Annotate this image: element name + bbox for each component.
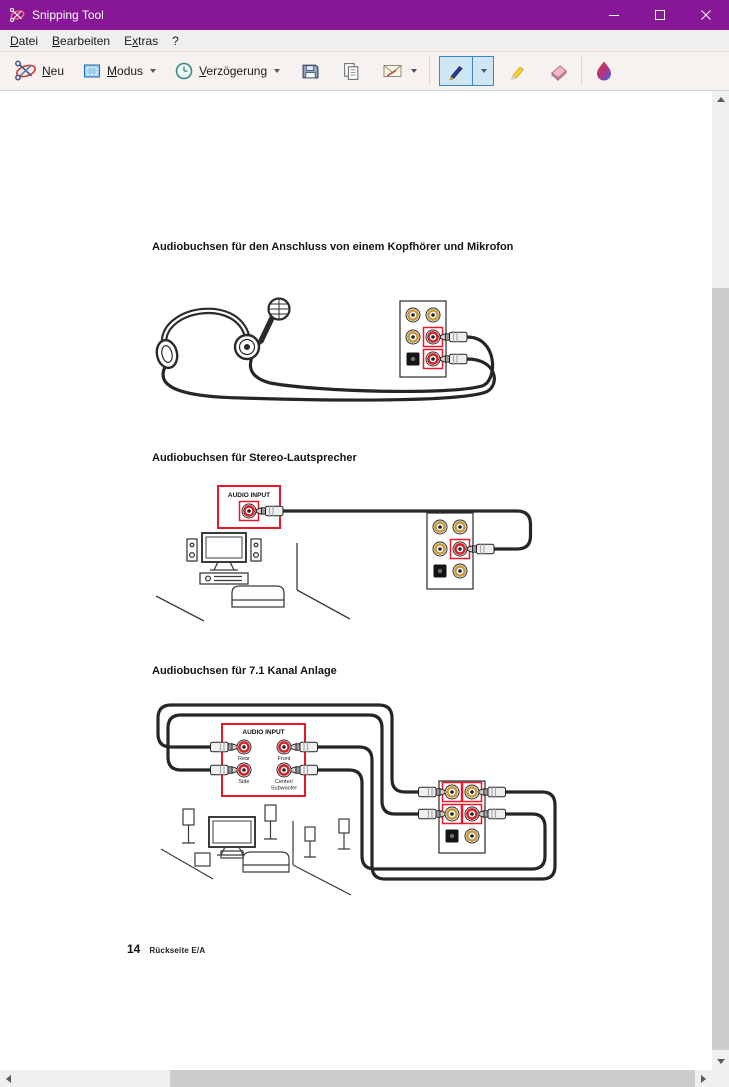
menu-extras[interactable]: Extras bbox=[124, 33, 159, 48]
send-email-icon bbox=[383, 65, 402, 77]
cables bbox=[156, 703, 557, 881]
clock-icon bbox=[175, 62, 193, 80]
edit-with-paint3d-icon bbox=[597, 61, 612, 81]
snip-canvas[interactable]: Audiobuchsen für den Anschluss von einem… bbox=[0, 91, 712, 1070]
delay-dropdown-arrow-icon bbox=[274, 69, 281, 73]
page-number: 14 bbox=[127, 942, 141, 956]
diagram-stereo: AUDIO INPUT bbox=[155, 485, 533, 622]
jack-label-side: Side bbox=[238, 779, 249, 785]
mode-dropdown-arrow-icon bbox=[150, 69, 157, 73]
pen-button[interactable] bbox=[440, 57, 472, 85]
toolbar-separator bbox=[429, 57, 431, 85]
jack-label-center-1: Center/ bbox=[275, 779, 294, 785]
snipping-scissors-icon bbox=[9, 7, 25, 23]
menu-datei[interactable]: Datei bbox=[10, 33, 39, 48]
jack-label-rear: Rear bbox=[238, 756, 250, 762]
heading-stereo: Audiobuchsen für Stereo-Lautsprecher bbox=[152, 452, 357, 464]
close-icon bbox=[701, 10, 711, 20]
titlebar[interactable]: Snipping Tool bbox=[0, 0, 729, 30]
audio-input-label: AUDIO INPUT bbox=[228, 492, 270, 499]
microphone-figure bbox=[258, 297, 291, 344]
maximize-button[interactable] bbox=[637, 0, 683, 30]
copy-icon bbox=[344, 62, 359, 80]
jack-label-front: Front bbox=[278, 756, 291, 762]
jack-label-center-2: Subwoofer bbox=[271, 786, 297, 792]
send-snip-button[interactable] bbox=[375, 56, 424, 86]
horizontal-scrollbar[interactable] bbox=[0, 1070, 729, 1087]
headphones-figure bbox=[155, 307, 261, 370]
pen-dropdown[interactable] bbox=[472, 57, 493, 85]
scroll-up-button[interactable] bbox=[712, 91, 729, 108]
delay-button[interactable]: Verzögerung bbox=[167, 56, 287, 86]
heading-headphone-mic: Audiobuchsen für den Anschluss von einem… bbox=[152, 241, 514, 253]
scissors-icon bbox=[15, 60, 36, 81]
save-floppy-icon bbox=[302, 64, 319, 78]
pen-tool-group bbox=[439, 56, 495, 86]
audio-input-label: AUDIO INPUT bbox=[242, 729, 284, 736]
page-footer: 14 Rückseite E/A bbox=[127, 942, 205, 956]
scroll-down-icon bbox=[716, 1059, 725, 1064]
highlighter-icon bbox=[511, 66, 524, 80]
heading-surround: Audiobuchsen für 7.1 Kanal Anlage bbox=[152, 665, 337, 677]
edit-with-paint3d-button[interactable] bbox=[587, 55, 621, 87]
diagram-headphone-mic bbox=[155, 297, 496, 402]
cable bbox=[281, 509, 533, 551]
room-sketch bbox=[155, 532, 351, 622]
audio-input-box: AUDIO INPUT Rear Front Side Center/ Subw… bbox=[221, 723, 306, 797]
copy-button[interactable] bbox=[334, 56, 369, 87]
new-snip-button[interactable]: Neu bbox=[6, 54, 71, 88]
highlighter-button[interactable] bbox=[500, 56, 534, 86]
audio-jack-panel bbox=[426, 512, 474, 590]
menu-help[interactable]: ? bbox=[172, 33, 179, 48]
eraser-icon bbox=[551, 65, 567, 81]
vertical-scrollbar[interactable] bbox=[712, 91, 729, 1070]
menubar: Datei Bearbeiten Extras ? bbox=[0, 30, 729, 52]
audio-jack-panel bbox=[438, 780, 486, 854]
scroll-left-button[interactable] bbox=[0, 1070, 17, 1087]
cables bbox=[161, 335, 496, 402]
pen-dropdown-arrow-icon bbox=[481, 69, 488, 73]
pen-icon bbox=[449, 65, 463, 81]
eraser-button[interactable] bbox=[540, 56, 576, 86]
vertical-scroll-thumb[interactable] bbox=[712, 288, 729, 1050]
minimize-button[interactable] bbox=[591, 0, 637, 30]
toolbar-separator bbox=[581, 57, 583, 85]
scroll-right-button[interactable] bbox=[695, 1070, 712, 1087]
window-title: Snipping Tool bbox=[32, 8, 104, 22]
audio-jack-panel bbox=[399, 300, 447, 378]
toolbar: Neu Modus Verzögerung bbox=[0, 52, 729, 91]
send-dropdown-arrow-icon bbox=[411, 69, 418, 73]
menu-bearbeiten[interactable]: Bearbeiten bbox=[52, 33, 111, 48]
close-button[interactable] bbox=[683, 0, 729, 30]
room-sketch bbox=[160, 804, 352, 896]
scroll-up-icon bbox=[716, 97, 725, 102]
mode-button[interactable]: Modus bbox=[75, 56, 163, 86]
maximize-icon bbox=[655, 10, 665, 20]
scroll-down-button[interactable] bbox=[712, 1053, 729, 1070]
horizontal-scroll-thumb[interactable] bbox=[170, 1070, 700, 1087]
scroll-left-icon bbox=[6, 1074, 11, 1083]
save-button[interactable] bbox=[293, 56, 328, 87]
diagram-71-surround: AUDIO INPUT Rear Front Side Center/ Subw… bbox=[156, 703, 557, 896]
selection-mode-icon bbox=[84, 64, 101, 78]
scroll-right-icon bbox=[701, 1074, 706, 1083]
footer-label: Rückseite E/A bbox=[149, 946, 206, 955]
minimize-icon bbox=[609, 15, 619, 16]
